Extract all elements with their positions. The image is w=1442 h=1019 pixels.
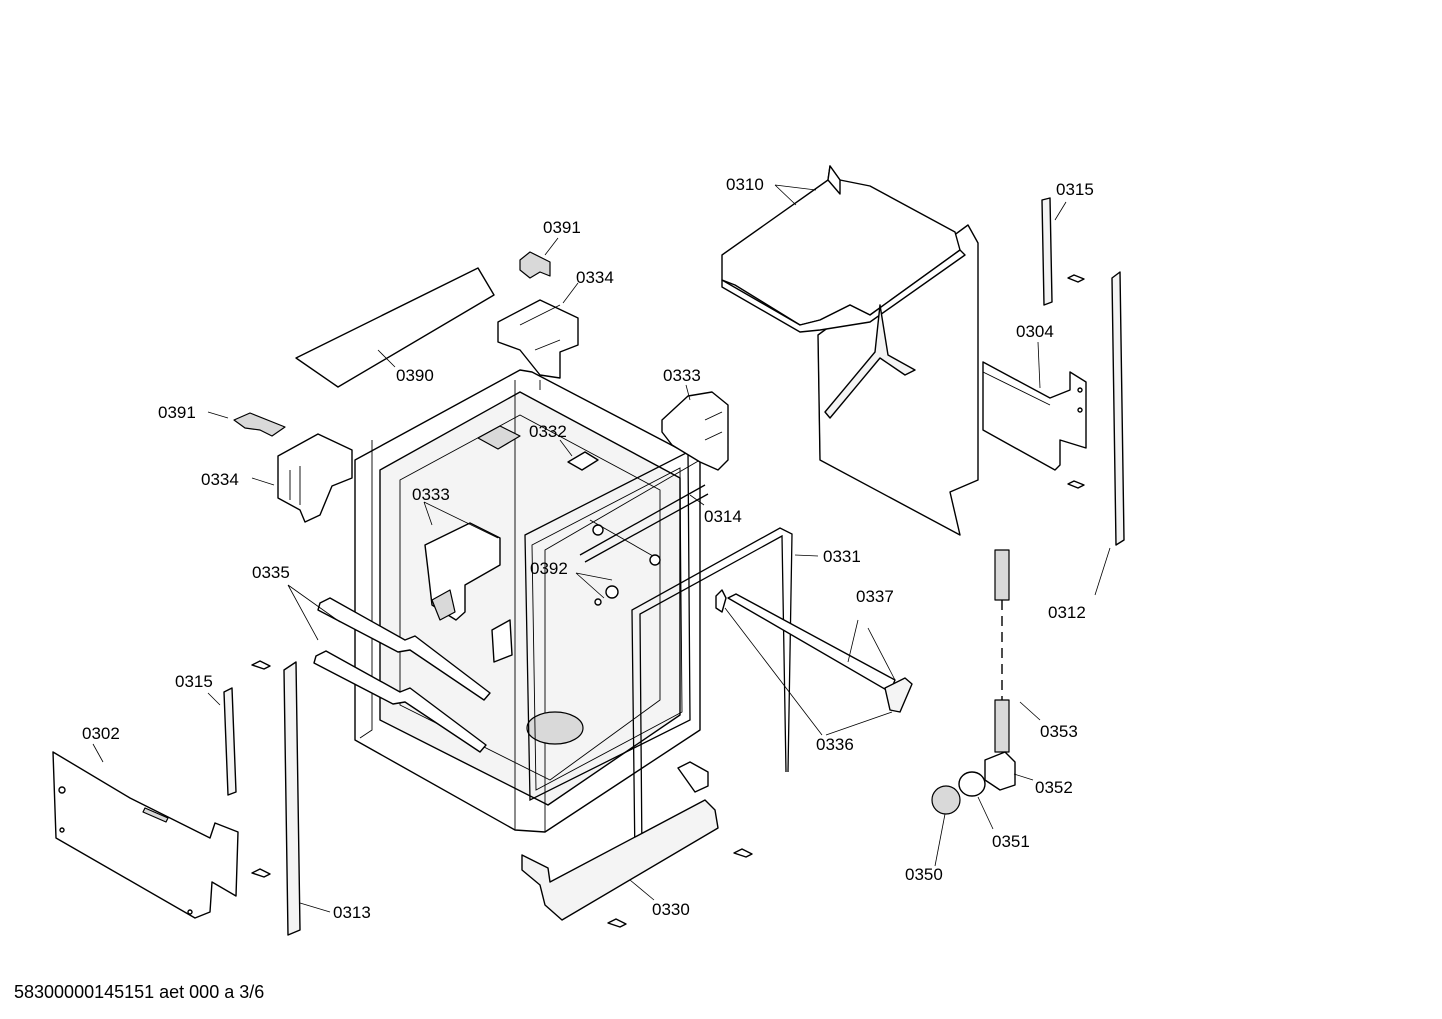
label-0353: 0353 — [1040, 722, 1078, 741]
strip-0313 — [283, 661, 301, 936]
cap-0350 — [931, 785, 961, 815]
screw-2 — [251, 868, 271, 878]
label-0330: 0330 — [652, 900, 690, 919]
label-0391-left: 0391 — [158, 403, 196, 422]
label-0391-top: 0391 — [543, 218, 581, 237]
strip-0315-top — [1041, 197, 1053, 306]
label-0312: 0312 — [1048, 603, 1086, 622]
plinth-0330 — [521, 761, 719, 921]
rail-0337-0336 — [715, 589, 913, 713]
label-0335: 0335 — [252, 563, 290, 582]
module-0334-left — [277, 433, 353, 523]
seal-0331 — [631, 527, 793, 863]
rails-0335 — [313, 597, 491, 753]
module-0334-top — [497, 299, 579, 379]
bracket-0304 — [982, 274, 1087, 489]
screw-4 — [607, 918, 627, 928]
label-0315-bottom: 0315 — [175, 672, 213, 691]
label-0351: 0351 — [992, 832, 1030, 851]
strip-0315-bottom — [223, 687, 237, 796]
label-0314: 0314 — [704, 507, 742, 526]
ring-0351 — [958, 771, 986, 797]
label-0336: 0336 — [816, 735, 854, 754]
label-0392: 0392 — [530, 559, 568, 578]
label-0350: 0350 — [905, 865, 943, 884]
label-0302: 0302 — [82, 724, 120, 743]
label-0390: 0390 — [396, 366, 434, 385]
hose-0353 — [994, 549, 1010, 753]
side-panel-0310 — [721, 165, 979, 536]
panel-0302 — [52, 751, 239, 919]
label-0333-right: 0333 — [663, 366, 701, 385]
part-0333-right — [661, 391, 729, 471]
fitting-0352 — [984, 751, 1016, 791]
label-0331: 0331 — [823, 547, 861, 566]
document-footer-id: 58300000145151 aet 000 a 3/6 — [14, 982, 265, 1002]
label-0310: 0310 — [726, 175, 764, 194]
bracket-0391-top — [519, 251, 551, 279]
label-0352: 0352 — [1035, 778, 1073, 797]
label-0334-top: 0334 — [576, 268, 614, 287]
label-0334-left: 0334 — [201, 470, 239, 489]
label-0332: 0332 — [529, 422, 567, 441]
label-0315-top: 0315 — [1056, 180, 1094, 199]
screw-3 — [733, 848, 753, 858]
strip-0312 — [1111, 271, 1125, 546]
label-0304: 0304 — [1016, 322, 1054, 341]
rail-0314 — [579, 484, 709, 563]
label-0337: 0337 — [856, 587, 894, 606]
label-0313: 0313 — [333, 903, 371, 922]
bracket-0391-left — [233, 412, 286, 437]
part-0333-center — [424, 522, 501, 621]
screw-1 — [251, 660, 271, 670]
leader-lines — [92, 184, 1111, 913]
label-0333-center: 0333 — [412, 485, 450, 504]
insulation-0390 — [295, 267, 495, 388]
